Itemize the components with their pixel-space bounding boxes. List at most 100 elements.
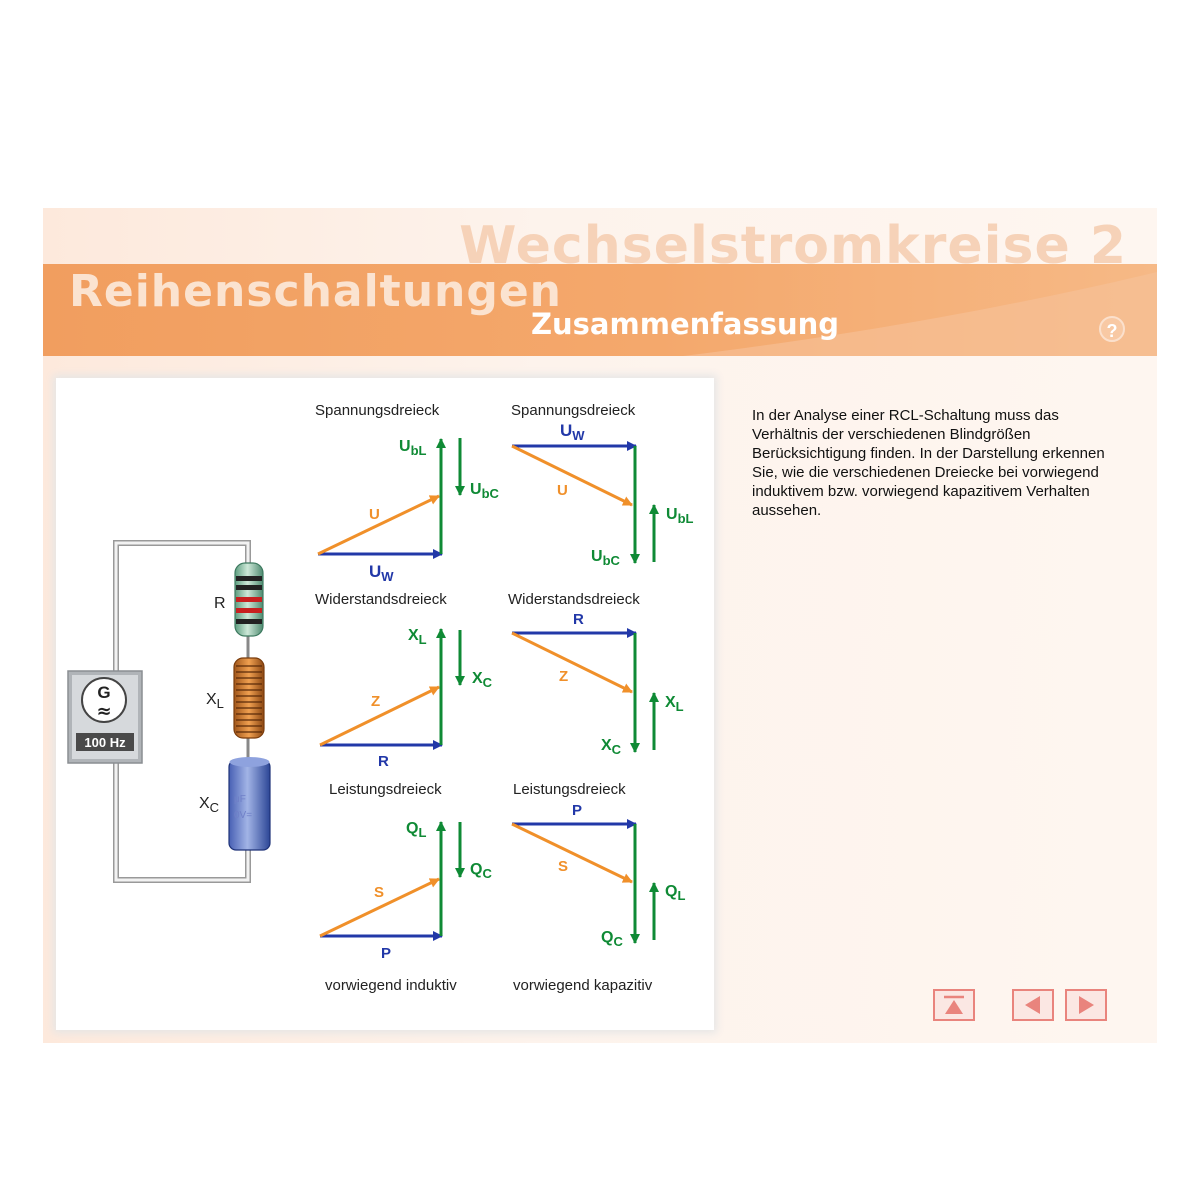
inductor-label-sub: L [217, 696, 224, 711]
label-sub: L [677, 888, 685, 903]
resistor-label: R [214, 595, 226, 612]
hypotenuse-vector-arrow [317, 494, 440, 556]
help-button[interactable]: ? [1099, 316, 1125, 342]
up-vector-label: UbL [399, 438, 427, 458]
label-sub: W [381, 569, 394, 584]
down-vector-label: QC [470, 861, 492, 881]
column-caption-capacitive: vorwiegend kapazitiv [513, 977, 653, 994]
inductor-label: XL [206, 691, 224, 711]
up-vector-label: XL [665, 694, 684, 714]
label-main: P [381, 945, 391, 962]
hypotenuse-vector-label: U [369, 506, 380, 523]
label-sub: L [676, 699, 684, 714]
label-main: U [470, 481, 482, 498]
triangle-title: Widerstandsdreieck [508, 591, 640, 608]
nav-prev-button[interactable] [1012, 989, 1054, 1021]
label-sub: bC [603, 553, 621, 568]
label-sub: bL [678, 511, 694, 526]
horizontal-vector-label: UW [369, 562, 394, 584]
triangle-title: Spannungsdreieck [511, 402, 636, 419]
label-main: Q [665, 883, 677, 900]
label-sub: C [482, 866, 492, 881]
resistor-icon [234, 562, 264, 637]
down-vector-label: XC [472, 670, 493, 690]
triangle-title: Leistungsdreieck [329, 781, 442, 798]
inductor-label-main: X [206, 691, 217, 708]
label-main: U [666, 506, 678, 523]
triangle-right-icon [1079, 996, 1094, 1014]
label-sub: C [612, 742, 622, 757]
hypotenuse-vector-label: S [558, 858, 568, 875]
diagram-panel: G ≈ 100 Hz R [56, 378, 714, 1030]
label-main: U [591, 548, 603, 565]
hypotenuse-vector-label: U [557, 482, 568, 499]
nav-next-button[interactable] [1065, 989, 1107, 1021]
hypotenuse-vector-label: Z [371, 693, 380, 710]
up-vector-label: QL [665, 883, 685, 903]
hypotenuse-vector-arrow [511, 631, 633, 694]
label-main: U [369, 562, 381, 581]
down-vector-label: UbC [591, 548, 621, 568]
label-sub: C [483, 675, 493, 690]
column-caption-inductive: vorwiegend induktiv [325, 977, 457, 994]
triangle-left-icon [1025, 996, 1040, 1014]
hypotenuse-vector-arrow [319, 685, 440, 747]
horizontal-vector-label: UW [560, 421, 585, 443]
hypotenuse-vector-arrow [511, 444, 633, 507]
label-main: Q [470, 861, 482, 878]
page-subtitle: Zusammenfassung [531, 307, 840, 341]
label-main: X [601, 737, 612, 754]
label-sub: bL [411, 443, 427, 458]
hypotenuse-vector-label: Z [559, 668, 568, 685]
horizontal-vector-label: P [572, 802, 582, 819]
label-main: U [399, 438, 411, 455]
down-vector-label: UbC [470, 481, 500, 501]
down-vector-label: QC [601, 929, 623, 949]
capacitor-marking-2: 0V= [234, 810, 252, 821]
page-top-icon [944, 995, 964, 1014]
capacitor-label-main: X [199, 795, 210, 812]
hypotenuse-vector-arrow [319, 877, 440, 938]
label-sub: L [418, 825, 426, 840]
label-main: R [378, 753, 389, 770]
generator-icon: G ≈ 100 Hz [67, 670, 143, 764]
capacitor-marking-1: μF [234, 794, 246, 805]
generator-tilde: ≈ [96, 701, 111, 722]
generator-frequency: 100 Hz [84, 735, 126, 750]
hypotenuse-vector-arrow [511, 822, 633, 884]
label-sub: W [572, 428, 585, 443]
label-main: X [665, 694, 676, 711]
label-sub: C [613, 934, 623, 949]
horizontal-vector-label: R [573, 611, 584, 628]
capacitor-label: XC [199, 795, 219, 815]
up-vector-label: QL [406, 820, 426, 840]
nav-top-button[interactable] [933, 989, 975, 1021]
label-main: Q [406, 820, 418, 837]
generator-symbol: G [97, 683, 110, 702]
up-vector-label: UbL [666, 506, 694, 526]
horizontal-vector-label: P [381, 945, 391, 962]
phasor-diagram: G ≈ 100 Hz R [67, 402, 694, 994]
down-vector-label: XC [601, 737, 622, 757]
up-vector-label: XL [408, 627, 427, 647]
horizontal-vector-label: R [378, 753, 389, 770]
circuit-wires [113, 540, 251, 883]
capacitor-icon: μF 0V= [228, 757, 271, 851]
capacitor-label-sub: C [210, 800, 219, 815]
label-main: R [573, 611, 584, 628]
inductor-icon [233, 657, 265, 739]
label-main: X [408, 627, 419, 644]
chapter-title: Reihenschaltungen [69, 266, 563, 317]
triangle-title: Leistungsdreieck [513, 781, 626, 798]
app-window: Wechselstromkreise 2 Reihenschaltungen Z… [43, 208, 1157, 1043]
triangle-title: Widerstandsdreieck [315, 591, 447, 608]
hypotenuse-vector-label: S [374, 884, 384, 901]
description-text: In der Analyse einer RCL-Schaltung muss … [752, 407, 1105, 519]
label-sub: bC [482, 486, 500, 501]
label-main: U [560, 421, 572, 440]
label-main: P [572, 802, 582, 819]
triangle-title: Spannungsdreieck [315, 402, 440, 419]
label-main: X [472, 670, 483, 687]
label-main: Q [601, 929, 613, 946]
header-swoosh [683, 272, 1157, 356]
